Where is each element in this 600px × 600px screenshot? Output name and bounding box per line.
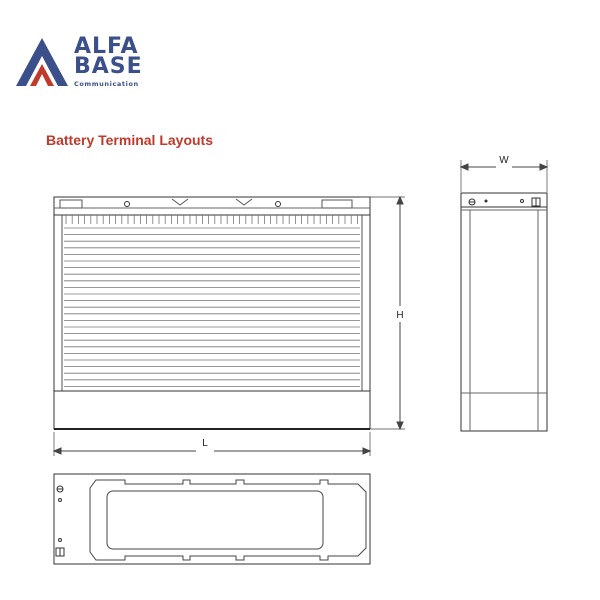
width-label: W bbox=[499, 155, 509, 166]
logo-word-alfa: ALFA bbox=[74, 34, 139, 59]
height-label: H bbox=[396, 310, 403, 321]
length-label: L bbox=[202, 438, 208, 449]
section-title: Battery Terminal Layouts bbox=[46, 132, 214, 148]
height-dimension bbox=[360, 195, 405, 431]
logo-word-communication: Communication bbox=[74, 80, 139, 88]
side-view bbox=[460, 192, 548, 432]
length-dimension bbox=[52, 432, 372, 456]
logo-word-base: BASE bbox=[74, 54, 143, 79]
alfa-base-logo-icon bbox=[16, 38, 68, 86]
width-dimension bbox=[459, 160, 549, 192]
front-view bbox=[53, 196, 371, 430]
top-view bbox=[53, 473, 371, 565]
